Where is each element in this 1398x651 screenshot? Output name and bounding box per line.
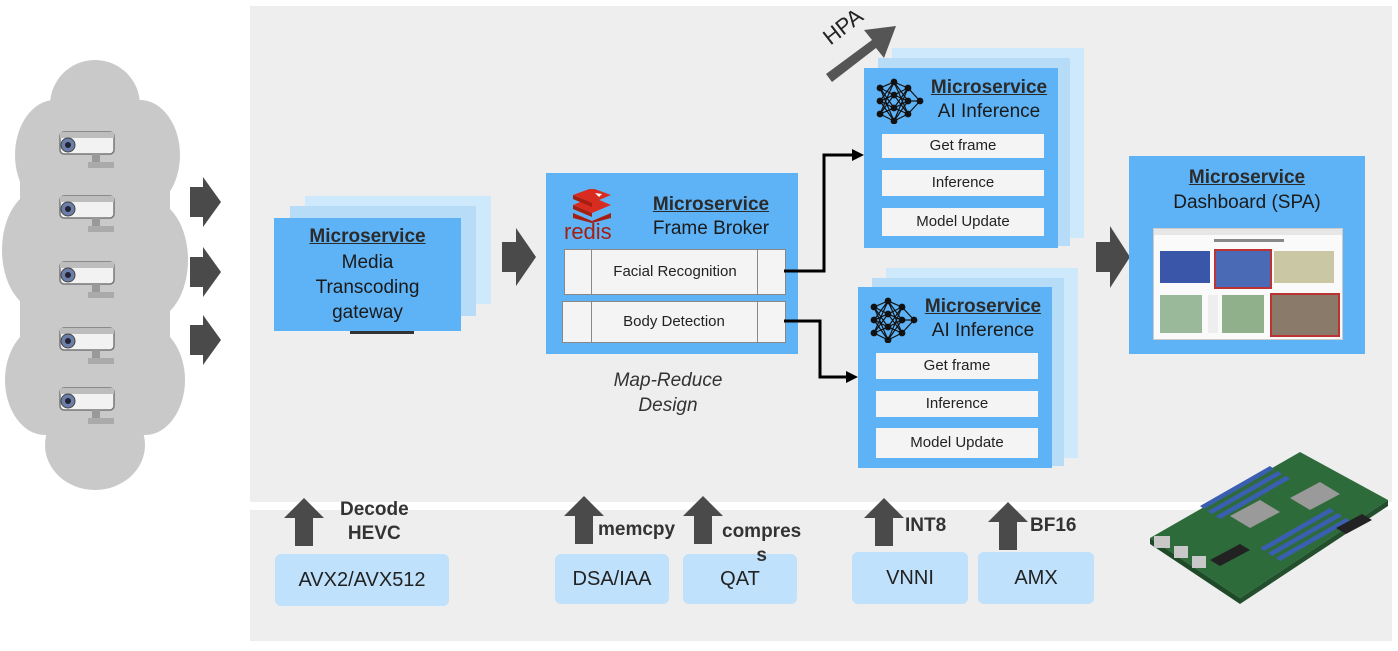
dashboard-box: Microservice Dashboard (SPA) bbox=[1129, 156, 1365, 354]
hardware-label-line: compres bbox=[722, 521, 802, 542]
neural-network-icon bbox=[870, 297, 918, 343]
map-reduce-caption: Map-Reduce Design bbox=[588, 368, 748, 418]
hardware-label: INT8 bbox=[905, 514, 946, 538]
cctv-camera-icon bbox=[59, 131, 115, 168]
inference-top-step-3: Model Update bbox=[882, 208, 1044, 236]
inference-bottom-step-3: Model Update bbox=[876, 428, 1038, 458]
gateway-line-3: gateway bbox=[332, 302, 403, 323]
redis-logo-text: redis bbox=[564, 219, 612, 244]
inference-top-title: Microservice bbox=[930, 77, 1048, 98]
hardware-label-line: INT8 bbox=[905, 515, 947, 536]
broker-row-facial: Facial Recognition bbox=[564, 249, 786, 295]
inference-top-subtitle: AI Inference bbox=[937, 101, 1041, 122]
inference-bottom-step-1: Get frame bbox=[876, 353, 1038, 379]
hardware-box: QAT bbox=[683, 554, 797, 604]
inference-top-step-1: Get frame bbox=[882, 134, 1044, 158]
cctv-camera-icon bbox=[59, 261, 115, 298]
hardware-label: compres s bbox=[722, 520, 801, 568]
gateway-title: Microservice bbox=[309, 226, 426, 247]
dashboard-subtitle: Dashboard (SPA) bbox=[1173, 192, 1321, 213]
hardware-label-line: Decode bbox=[340, 499, 409, 520]
redis-logo-icon bbox=[573, 189, 611, 223]
hardware-box: AMX bbox=[978, 552, 1094, 604]
input-arrows bbox=[190, 177, 221, 365]
neural-network-icon bbox=[876, 78, 924, 124]
inference-bottom-subtitle: AI Inference bbox=[931, 320, 1035, 341]
hardware-box: VNNI bbox=[852, 552, 968, 604]
gateway-to-broker-arrow bbox=[502, 228, 536, 286]
dashboard-screenshot bbox=[1153, 228, 1343, 340]
cctv-camera-icon bbox=[59, 195, 115, 232]
up-arrow-icon bbox=[683, 496, 723, 544]
caption-line-1: Map-Reduce bbox=[613, 370, 723, 391]
gateway-underline bbox=[350, 331, 414, 334]
broker-row-body-label: Body Detection bbox=[623, 313, 725, 330]
up-arrow-icon bbox=[988, 502, 1028, 550]
broker-subtitle: Frame Broker bbox=[652, 218, 770, 239]
broker-row-body: Body Detection bbox=[562, 301, 786, 343]
hardware-label-line: HEVC bbox=[347, 523, 401, 544]
hpa-arrow bbox=[826, 26, 896, 82]
inference-bottom-title: Microservice bbox=[924, 296, 1042, 317]
dashboard-title: Microservice bbox=[1188, 167, 1306, 188]
hardware-label-line: BF16 bbox=[1030, 515, 1077, 536]
cctv-camera-icon bbox=[59, 387, 115, 424]
hardware-label: BF16 bbox=[1030, 514, 1076, 538]
broker-connectors bbox=[784, 149, 864, 383]
inference-bottom-box: Microservice AI Inference Get frame Infe… bbox=[858, 287, 1052, 468]
hardware-label: memcpy bbox=[598, 518, 675, 542]
inference-to-dashboard-arrow bbox=[1096, 226, 1130, 288]
inference-bottom-step-2: Inference bbox=[876, 391, 1038, 417]
cctv-camera-icon bbox=[59, 327, 115, 364]
gateway-line-1: Media bbox=[341, 252, 394, 273]
up-arrow-icon bbox=[284, 498, 324, 546]
hardware-box: AVX2/AVX512 bbox=[275, 554, 449, 606]
hardware-label-line: memcpy bbox=[598, 519, 676, 540]
gateway-line-2: Transcoding bbox=[315, 277, 420, 298]
up-arrow-icon bbox=[564, 496, 604, 544]
broker-box: Microservice Frame Broker redis Facial R… bbox=[546, 173, 798, 354]
inference-top-step-2: Inference bbox=[882, 170, 1044, 196]
hardware-label-line: s bbox=[756, 545, 767, 566]
inference-top-box: Microservice AI Inference Get frame Infe… bbox=[864, 68, 1058, 248]
hardware-box: DSA/IAA bbox=[555, 554, 669, 604]
gateway-box: Microservice Media Transcoding gateway bbox=[274, 218, 461, 331]
caption-line-2: Design bbox=[638, 395, 698, 416]
broker-title: Microservice bbox=[652, 194, 770, 215]
up-arrow-icon bbox=[864, 498, 904, 546]
broker-row-facial-label: Facial Recognition bbox=[613, 263, 737, 280]
motherboard-image bbox=[1150, 452, 1388, 604]
